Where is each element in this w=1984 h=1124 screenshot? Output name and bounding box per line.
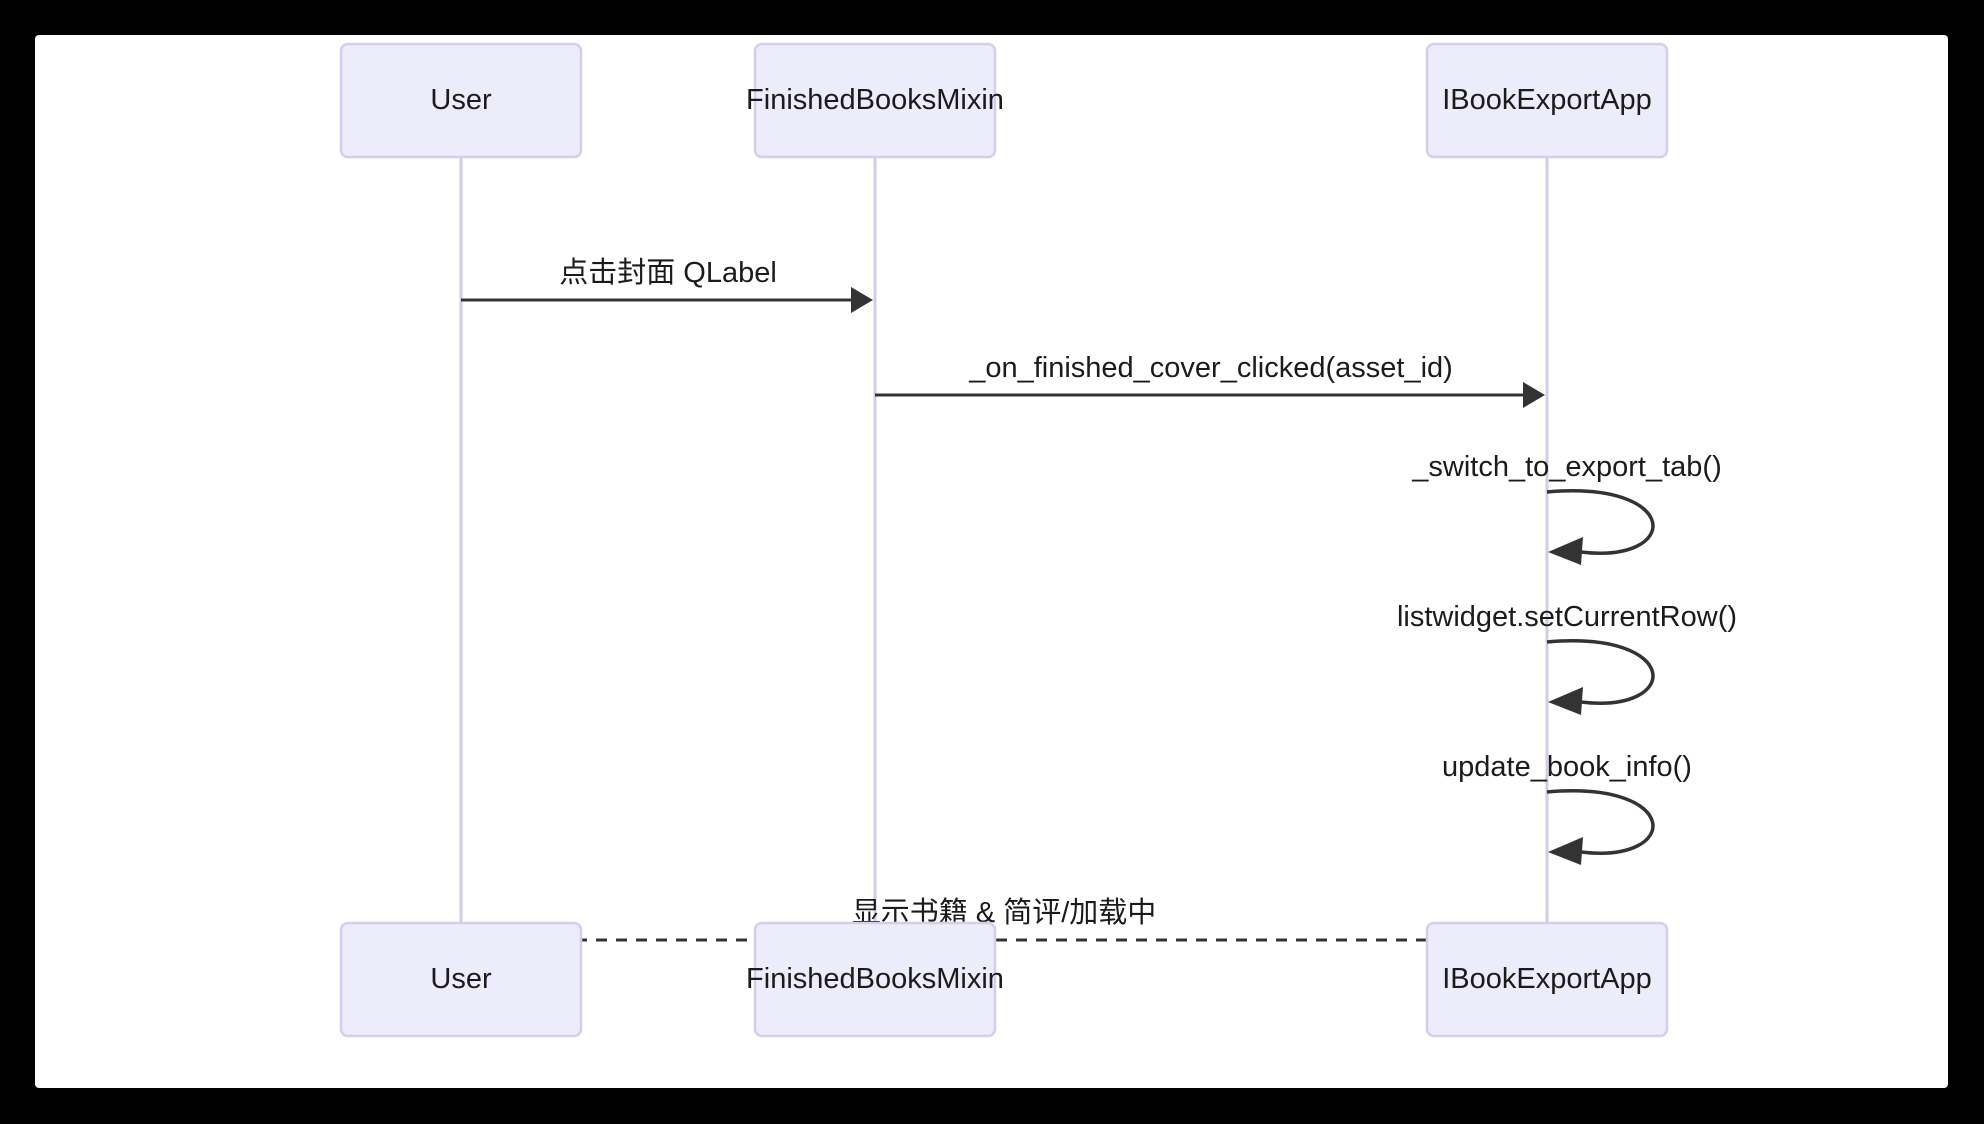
message-label: listwidget.setCurrentRow() (1397, 601, 1737, 633)
participant-label: IBookExportApp (1442, 963, 1652, 995)
message-label: _on_finished_cover_clicked(asset_id) (968, 352, 1453, 384)
message-3[interactable]: listwidget.setCurrentRow() (1397, 601, 1737, 715)
participant-app-bottom[interactable]: IBookExportApp (1425, 921, 1669, 1038)
self-loop-path (1546, 789, 1655, 855)
participant-user-bottom[interactable]: User (339, 921, 583, 1038)
lifelines-group (459, 157, 1549, 923)
participant-app-top[interactable]: IBookExportApp (1425, 42, 1669, 159)
participant-mixin-bottom[interactable]: FinishedBooksMixin (746, 921, 1004, 1038)
message-label: _switch_to_export_tab() (1411, 451, 1722, 483)
self-loop-arrowhead (1548, 687, 1583, 715)
message-arrowhead (1523, 382, 1545, 408)
message-5[interactable]: 显示书籍 & 简评/加载中 (463, 896, 1547, 953)
self-loop-arrowhead (1548, 837, 1583, 865)
participant-box (339, 42, 583, 159)
message-0[interactable]: 点击封面 QLabel (461, 256, 873, 313)
message-arrowhead (851, 287, 873, 313)
participant-box (1425, 42, 1669, 159)
participant-label: FinishedBooksMixin (746, 84, 1004, 116)
participant-box (1425, 921, 1669, 1038)
self-loop-path (1546, 639, 1655, 705)
participant-box (339, 921, 583, 1038)
message-label: update_book_info() (1442, 751, 1692, 783)
participant-label: IBookExportApp (1442, 84, 1652, 116)
message-1[interactable]: _on_finished_cover_clicked(asset_id) (875, 352, 1545, 408)
participant-box (753, 42, 997, 159)
participant-box (753, 921, 997, 1038)
participant-label: User (430, 84, 492, 116)
participant-label: User (430, 963, 492, 995)
self-loop-path (1546, 489, 1655, 555)
participant-label: FinishedBooksMixin (746, 963, 1004, 995)
participant-user-top[interactable]: User (339, 42, 583, 159)
message-2[interactable]: _switch_to_export_tab() (1411, 451, 1722, 565)
message-4[interactable]: update_book_info() (1442, 751, 1692, 865)
self-loop-arrowhead (1548, 537, 1583, 565)
participant-mixin-top[interactable]: FinishedBooksMixin (746, 42, 1004, 159)
participants-top-group: User FinishedBooksMixin IBookExportApp (339, 42, 1669, 159)
message-label: 点击封面 QLabel (559, 256, 777, 289)
participants-bottom-group: User FinishedBooksMixin IBookExportApp (339, 921, 1669, 1038)
